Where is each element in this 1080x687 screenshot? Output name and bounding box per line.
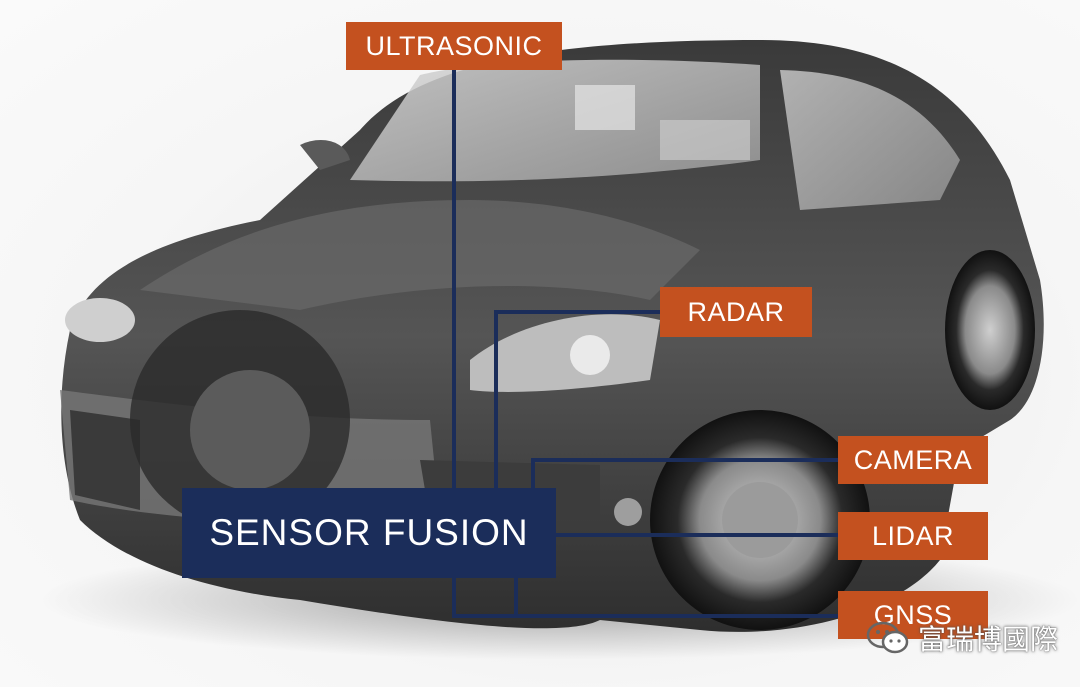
radar-connector bbox=[494, 310, 660, 488]
sensor-fusion-hub: SENSOR FUSION bbox=[182, 488, 556, 578]
ultrasonic-label: ULTRASONIC bbox=[346, 22, 562, 70]
wechat-icon bbox=[866, 621, 909, 654]
watermark-text: 富瑞博國際 bbox=[918, 623, 1059, 656]
watermark: 富瑞博國際 bbox=[866, 616, 1058, 660]
gnss-label: GNSS bbox=[838, 591, 988, 639]
radar-label: RADAR bbox=[660, 287, 812, 337]
camera-label: CAMERA bbox=[838, 436, 988, 484]
camera-connector bbox=[531, 458, 838, 488]
gnss-connector bbox=[452, 578, 838, 618]
lidar-label: LIDAR bbox=[838, 512, 988, 560]
